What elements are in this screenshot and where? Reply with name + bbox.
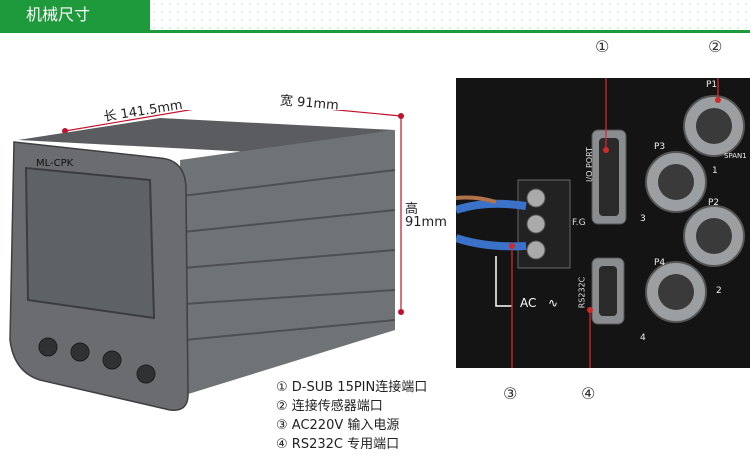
port-label-p2: P2 <box>708 198 720 208</box>
device-button <box>70 342 90 362</box>
legend-item: ④ RS232C 专用端口 <box>276 437 400 452</box>
port-legend: ① D-SUB 15PIN连接端口 ② 连接传感器端口 ③ AC220V 输入电… <box>276 378 427 454</box>
height-label: 高 <box>405 202 419 217</box>
port-label-p3: P3 <box>654 142 666 152</box>
circular-port-p2 <box>683 205 745 267</box>
device-side <box>180 130 395 395</box>
port-number-3: 3 <box>640 214 646 224</box>
port-label-p4: P4 <box>654 258 666 268</box>
port-number-2: 2 <box>716 286 722 296</box>
connector-panel-photo <box>456 78 750 368</box>
width-dimension-line <box>331 110 402 117</box>
section-header: 机械尺寸 <box>0 0 750 34</box>
length-dimension-line <box>64 110 193 132</box>
device-button <box>102 350 122 370</box>
header-pattern <box>150 0 750 30</box>
port-label-p1: P1 <box>706 80 718 90</box>
height-dimension-end <box>398 309 404 315</box>
device-button <box>136 364 156 384</box>
circular-port-p1 <box>683 95 745 157</box>
device-screen <box>24 166 156 320</box>
callout-2: ② <box>708 37 723 56</box>
callout-1: ① <box>595 37 610 56</box>
span-label: SPAN1 <box>724 152 747 160</box>
legend-item: ① D-SUB 15PIN连接端口 <box>276 380 428 395</box>
section-title: 机械尺寸 <box>0 0 150 30</box>
circular-port-p3 <box>645 151 707 213</box>
rs232c-label: RS232C <box>577 276 587 309</box>
io-port-label: I/O PORT <box>584 147 594 182</box>
height-value: 91mm <box>405 215 447 230</box>
callout-4: ④ <box>581 384 596 403</box>
port-number-4: 4 <box>640 333 646 343</box>
device-illustration <box>9 110 404 411</box>
power-wire <box>456 234 527 251</box>
power-wire <box>456 199 527 214</box>
fg-label: F.G <box>572 218 586 228</box>
callout-3: ③ <box>503 384 518 403</box>
legend-item: ② 连接传感器端口 <box>276 399 383 414</box>
port-number-1: 1 <box>712 166 718 176</box>
header-underline <box>0 30 750 33</box>
legend-item: ③ AC220V 输入电源 <box>276 418 400 433</box>
ac-wave-icon: ∿ <box>548 296 559 310</box>
device-button <box>38 337 58 357</box>
circular-port-p4 <box>645 261 707 323</box>
ac-label: AC <box>520 296 537 310</box>
device-brand-label: ML-CPK <box>36 158 74 169</box>
